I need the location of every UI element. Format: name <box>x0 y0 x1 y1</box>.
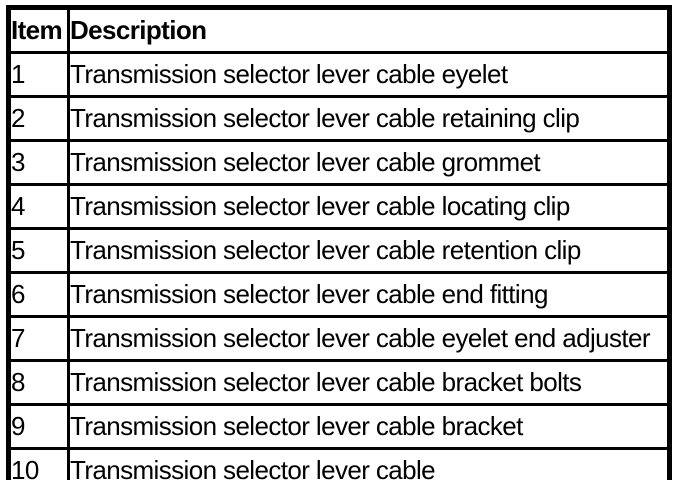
table-row: 4 Transmission selector lever cable loca… <box>7 183 671 230</box>
table-row: 10 Transmission selector lever cable <box>7 447 671 480</box>
item-cell: 5 <box>7 227 70 274</box>
table-row: 9 Transmission selector lever cable brac… <box>7 403 671 450</box>
description-cell: Transmission selector lever cable end fi… <box>67 271 671 318</box>
description-cell: Transmission selector lever cable <box>67 447 671 480</box>
item-cell: 6 <box>7 271 70 318</box>
column-header-description: Description <box>67 6 671 54</box>
item-cell: 1 <box>7 51 70 98</box>
description-cell: Transmission selector lever cable bracke… <box>67 359 671 406</box>
parts-table: Item Description 1 Transmission selector… <box>6 5 672 480</box>
table-row: 3 Transmission selector lever cable grom… <box>7 139 671 186</box>
item-cell: 9 <box>7 403 70 450</box>
item-cell: 4 <box>7 183 70 230</box>
item-cell: 8 <box>7 359 70 406</box>
table-row: 2 Transmission selector lever cable reta… <box>7 95 671 142</box>
item-cell: 10 <box>7 447 70 480</box>
table-row: 5 Transmission selector lever cable rete… <box>7 227 671 274</box>
item-cell: 7 <box>7 315 70 362</box>
description-cell: Transmission selector lever cable retain… <box>67 95 671 142</box>
description-cell: Transmission selector lever cable locati… <box>67 183 671 230</box>
description-cell: Transmission selector lever cable eyelet <box>67 51 671 98</box>
description-cell: Transmission selector lever cable retent… <box>67 227 671 274</box>
description-cell: Transmission selector lever cable gromme… <box>67 139 671 186</box>
table-row: 8 Transmission selector lever cable brac… <box>7 359 671 406</box>
description-cell: Transmission selector lever cable bracke… <box>67 403 671 450</box>
table-row: 7 Transmission selector lever cable eyel… <box>7 315 671 362</box>
table-row: 6 Transmission selector lever cable end … <box>7 271 671 318</box>
description-cell: Transmission selector lever cable eyelet… <box>67 315 671 362</box>
column-header-item: Item <box>7 6 70 54</box>
item-cell: 2 <box>7 95 70 142</box>
table-header-row: Item Description <box>7 6 671 54</box>
table-row: 1 Transmission selector lever cable eyel… <box>7 51 671 98</box>
item-cell: 3 <box>7 139 70 186</box>
